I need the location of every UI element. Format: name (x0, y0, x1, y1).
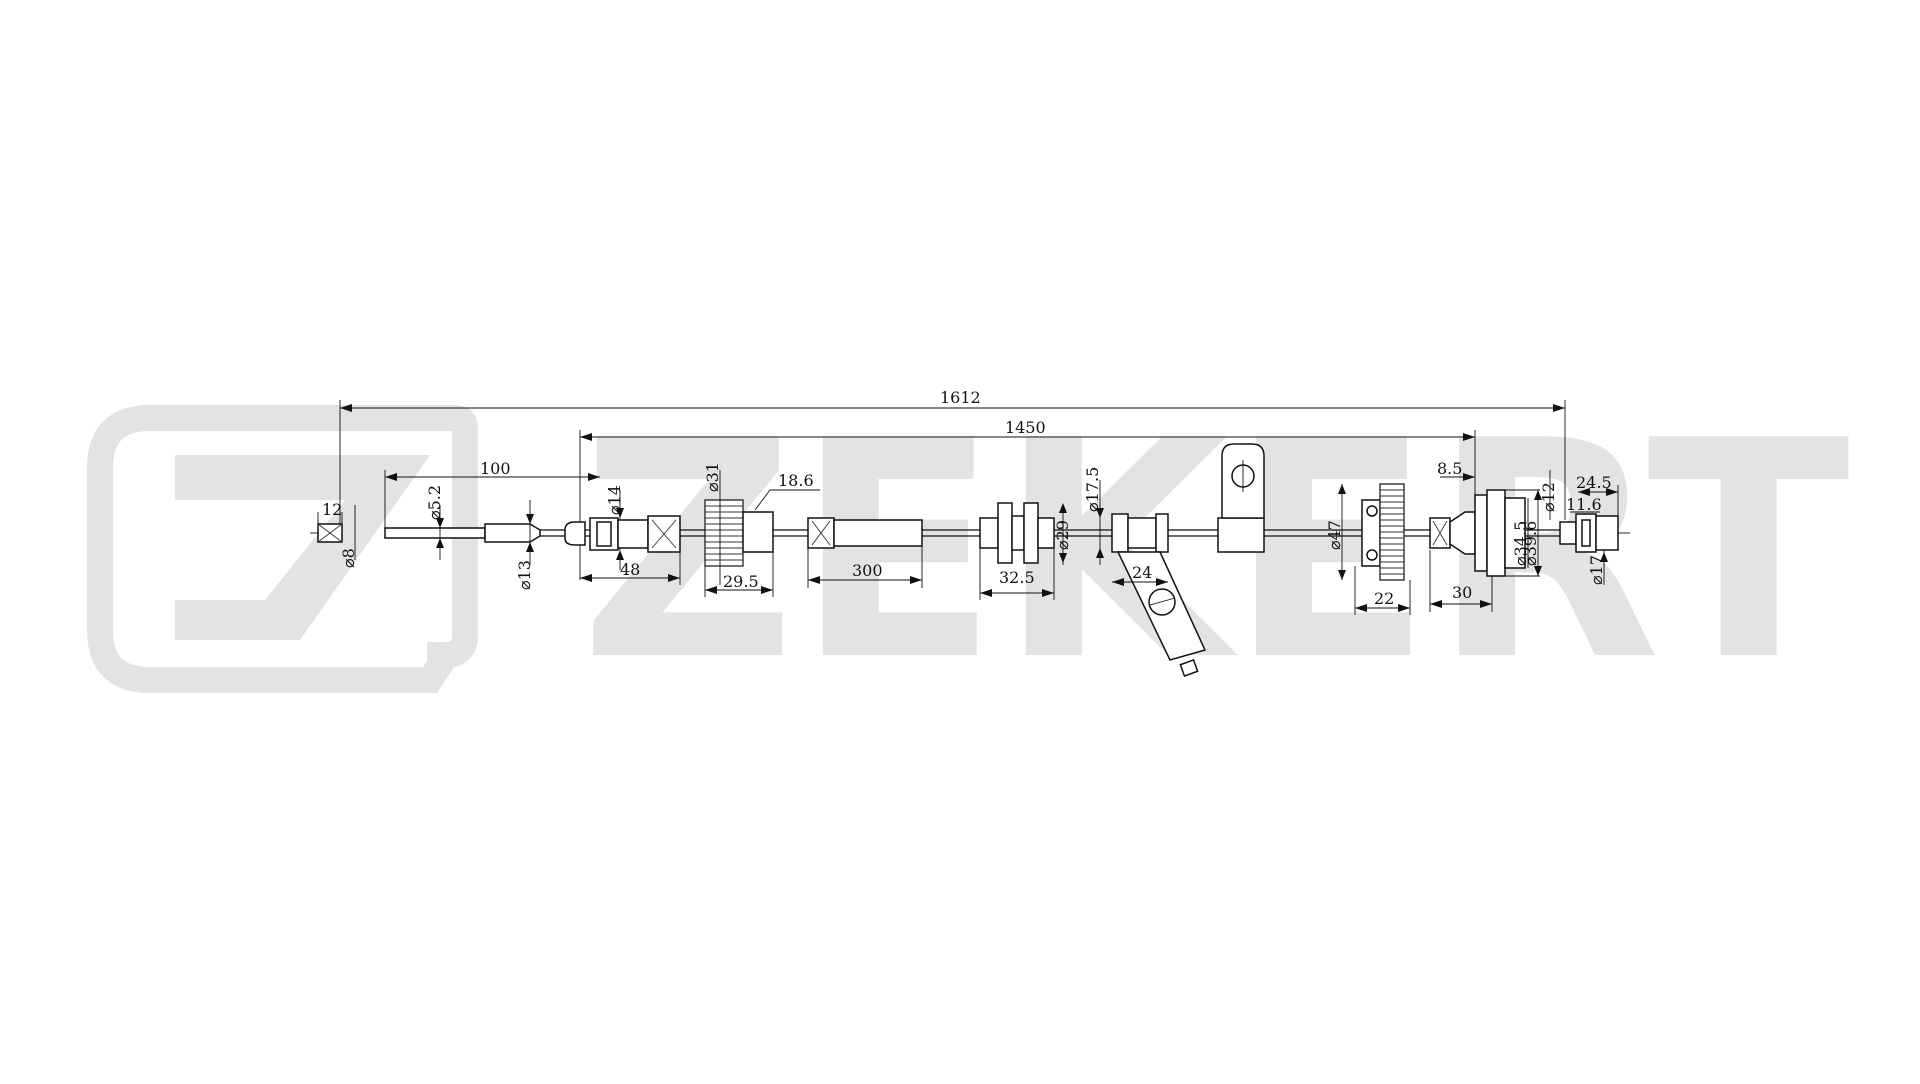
dim-d12-right: ⌀12 (1539, 482, 1558, 512)
dim-d31: ⌀31 (703, 462, 722, 492)
dim-d29: ⌀29 (1053, 520, 1072, 550)
dim-d5-2: ⌀5.2 (425, 485, 444, 520)
dim-d17: ⌀17 (1587, 555, 1606, 585)
dim-48: 48 (620, 560, 640, 579)
zekert-logo (87, 405, 478, 693)
left-end-fitting: 12 ⌀8 (310, 500, 358, 568)
dim-24-5: 24.5 (1576, 473, 1612, 492)
dim-18-6: 18.6 (778, 471, 814, 490)
dim-d14: ⌀14 (605, 485, 624, 515)
sleeve-300: 300 (807, 517, 923, 588)
dim-11-6: 11.6 (1566, 495, 1602, 514)
dim-100: 100 (480, 459, 511, 478)
rod-ferrule: ⌀5.2 ⌀13 (384, 485, 541, 590)
bracket-arm: ⌀17.5 24 (1083, 467, 1207, 677)
dim-d8: ⌀8 (339, 548, 358, 568)
dim-d39-6: ⌀39.6 (1521, 521, 1540, 566)
dim-300: 300 (852, 561, 883, 580)
left-clip: ⌀14 (564, 485, 624, 570)
dim-8-5: 8.5 (1437, 459, 1462, 478)
left-boot: 48 (580, 515, 681, 585)
dim-29-5: 29.5 (723, 572, 759, 591)
overall-dimensions: 1612 1450 100 (339, 388, 1566, 580)
grommet-d31: ⌀31 18.6 29.5 (703, 462, 820, 597)
dim-d47: ⌀47 (1325, 520, 1344, 550)
dim-d17-5: ⌀17.5 (1083, 467, 1102, 512)
watermark-brand: ZEKERT (580, 377, 1852, 726)
watermark: ZEKERT (87, 377, 1852, 726)
mount-grommet: ⌀29 32.5 (979, 502, 1072, 600)
dim-d34-5: ⌀34.5 (1511, 521, 1530, 566)
right-housing: 8.5 30 ⌀34.5 ⌀39.6 (1429, 459, 1542, 612)
dim-24: 24 (1132, 563, 1152, 582)
right-end-connector: ⌀12 24.5 11.6 ⌀17 (1539, 470, 1630, 585)
grommet-d47: ⌀47 22 (1325, 483, 1411, 615)
upper-tab (1217, 443, 1265, 553)
dim-22: 22 (1374, 589, 1394, 608)
dim-12-left: 12 (322, 500, 342, 519)
dim-d13: ⌀13 (515, 560, 534, 590)
dim-1612: 1612 (940, 388, 981, 407)
dim-30: 30 (1452, 583, 1472, 602)
dim-1450: 1450 (1005, 418, 1046, 437)
dim-32-5: 32.5 (999, 568, 1035, 587)
